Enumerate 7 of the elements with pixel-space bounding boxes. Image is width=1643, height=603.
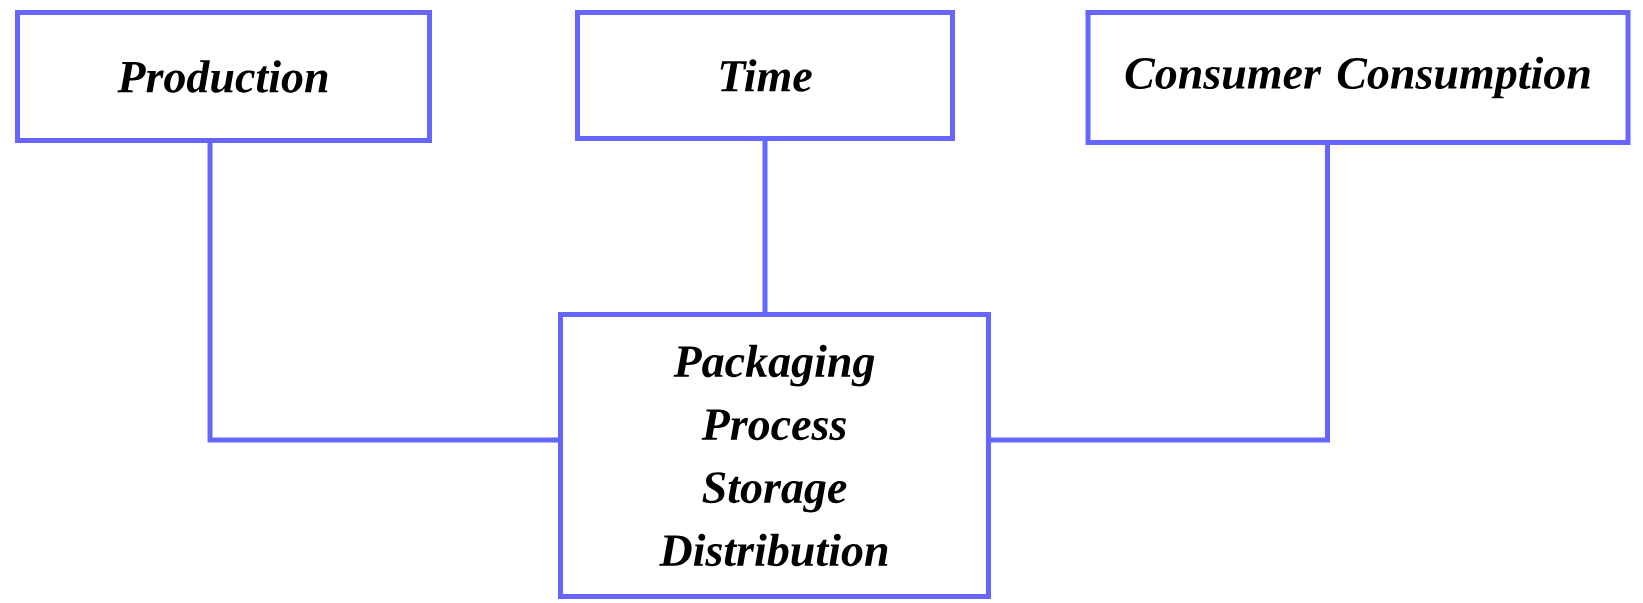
process-box: Production [15,10,432,143]
connector-line [991,145,1330,443]
process-box: Consumer Consumption [1085,10,1631,145]
connector-line [207,143,558,443]
connector-line [762,141,768,312]
process-box: Time [575,10,955,141]
process-box: Packaging Process Storage Distribution [558,312,991,599]
